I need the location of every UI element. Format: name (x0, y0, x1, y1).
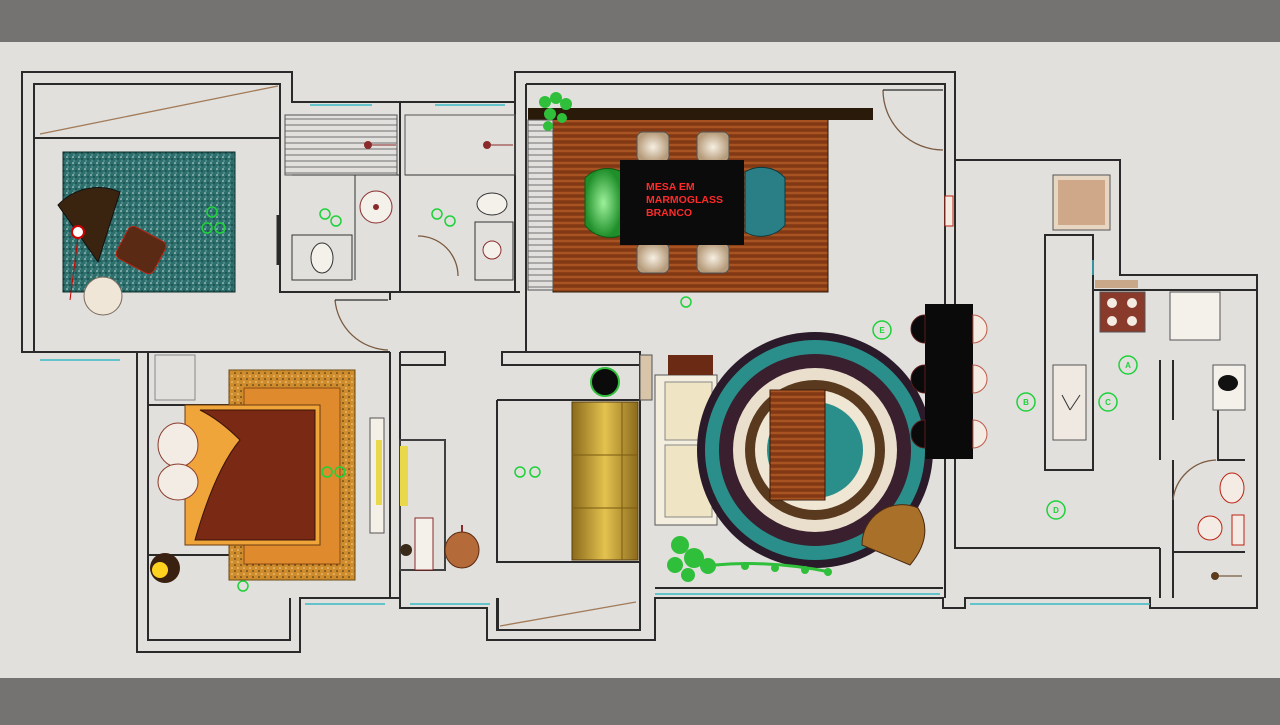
view-marker-b: B (1016, 392, 1036, 412)
desk-monitor (414, 517, 434, 571)
bed-cover (194, 409, 316, 541)
side-table (83, 276, 123, 316)
view-markers (201, 206, 692, 592)
view-marker-e: E (872, 320, 892, 340)
section-marker-icon (319, 208, 342, 227)
bar-counter (925, 304, 973, 459)
svg-text:A: A (1125, 361, 1131, 370)
view-marker-c: C (1098, 392, 1118, 412)
view-marker-d: D (1046, 500, 1066, 520)
view-letter-markers: A B C D E (872, 320, 1138, 520)
view-marker-a: A (1118, 355, 1138, 375)
section-marker-icon (431, 208, 456, 227)
dining-table-label-line-2: MARMOGLASS (646, 194, 723, 206)
dining-area: MESA EM MARMOGLASS BRANCO (527, 92, 873, 293)
toilet (310, 242, 334, 274)
bedroom-1 (57, 151, 236, 316)
pillow (157, 463, 199, 501)
coffee-table (769, 389, 826, 501)
lounge-chair (861, 504, 926, 566)
dining-table (620, 160, 744, 245)
svg-text:B: B (1023, 398, 1029, 407)
kitchen-area (1052, 174, 1246, 580)
dining-table-label-line-3: BRANCO (646, 207, 692, 219)
section-marker-icon (237, 580, 249, 592)
side-table-round (590, 367, 620, 397)
basin (1197, 515, 1223, 541)
section-marker-icon (321, 466, 346, 478)
dining-chair (696, 131, 730, 163)
dining-chair (636, 242, 670, 274)
bathrooms (276, 114, 516, 281)
section-marker-icon (680, 296, 692, 308)
dining-chair-teal (744, 166, 786, 237)
washing-machine (1169, 291, 1221, 341)
dining-table-label-line-1: MESA EM (646, 181, 695, 193)
svg-text:E: E (879, 326, 885, 335)
section-marker-icon (514, 466, 541, 478)
plant-icon (667, 536, 832, 582)
svg-text:D: D (1053, 506, 1059, 515)
section-marker-icon (201, 206, 226, 234)
windows (40, 104, 1150, 605)
sofa (571, 401, 639, 561)
balcony-lines (39, 85, 637, 627)
office-area (399, 439, 480, 571)
bar-area (910, 195, 988, 459)
dining-chair-green (584, 168, 623, 238)
toilet (1219, 472, 1245, 504)
toilet (476, 192, 508, 216)
plant-icon (539, 92, 572, 131)
stove (1099, 291, 1146, 333)
armchair (57, 187, 121, 264)
dining-chair (636, 131, 670, 163)
kitchen-sink (1052, 364, 1087, 441)
svg-text:C: C (1105, 398, 1111, 407)
pillow (157, 422, 199, 468)
door-swings (334, 89, 1217, 501)
ottoman (115, 225, 167, 275)
desk-chair (444, 531, 480, 569)
living-area (571, 332, 933, 582)
dining-chair (696, 242, 730, 274)
